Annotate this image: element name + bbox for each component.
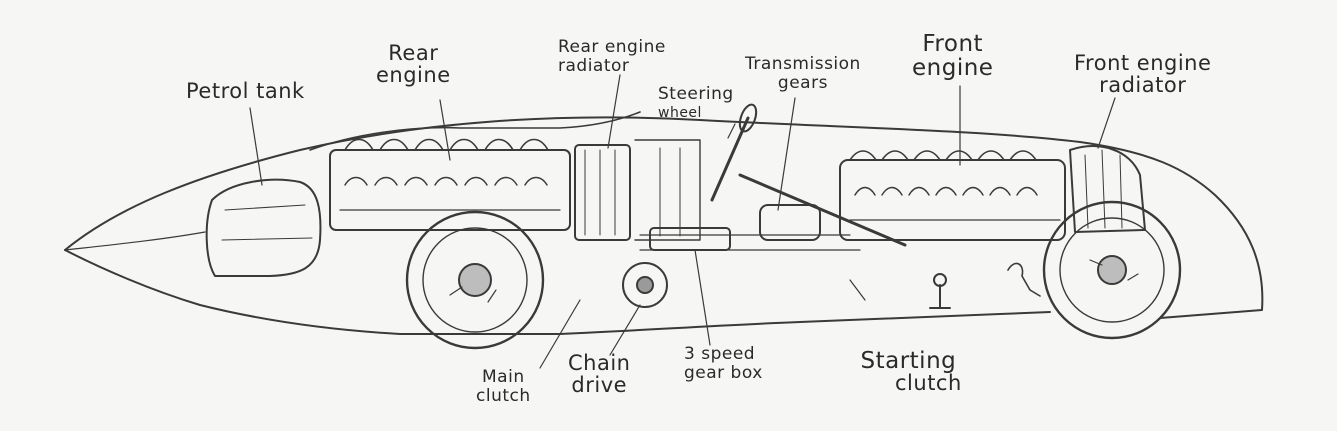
leader-rear-radiator: [607, 74, 621, 149]
front-radiator: [1069, 145, 1146, 233]
label-starting-clutch-line1: Starting: [860, 348, 957, 374]
label-front-engine-line2: engine: [912, 55, 994, 81]
car-underside: [64, 249, 1051, 335]
label-rear-engine-line1: Rear: [388, 41, 439, 65]
label-petrol-tank-text: Petrol tank: [186, 79, 305, 103]
label-rear-engine-radiator: Rear engine radiator: [558, 38, 666, 76]
label-rear-engine: Rear engine: [376, 42, 451, 86]
label-front-engine-radiator-line1: Front engine: [1074, 51, 1212, 75]
label-chain-drive-line1: Chain: [568, 351, 631, 375]
label-main-clutch-line1: Main: [482, 367, 525, 387]
transmission-case: [759, 204, 821, 241]
label-rear-engine-radiator-line1: Rear engine: [558, 37, 666, 57]
label-petrol-tank: Petrol tank: [186, 80, 305, 102]
leader-main-clutch: [539, 299, 581, 369]
leader-starting-clutch: [849, 279, 866, 301]
label-gear-box: 3 speed gear box: [684, 345, 763, 383]
label-main-clutch-line2: clutch: [476, 386, 531, 406]
leader-gear-box: [694, 249, 711, 346]
label-starting-clutch: Starting clutch: [855, 348, 962, 395]
gear-box: [649, 227, 731, 251]
transmission-shaft: [738, 173, 907, 247]
label-front-engine-line1: Front: [922, 31, 984, 57]
leader-chain-drive: [609, 304, 641, 356]
cockpit-area: [634, 139, 701, 241]
leader-petrol-tank: [249, 107, 263, 186]
leader-rear-engine: [439, 99, 451, 161]
rear-radiator: [574, 144, 631, 241]
chain-drive-sprocket: [622, 262, 668, 308]
steering-wheel-rim: [738, 103, 758, 133]
label-starting-clutch-line2: clutch: [895, 371, 962, 395]
label-front-engine-radiator: Front engine radiator: [1074, 52, 1211, 96]
front-engine-block: [839, 159, 1066, 241]
leader-front-radiator: [1097, 97, 1116, 149]
leader-steering: [727, 123, 736, 139]
car-body-outline: [64, 116, 1264, 319]
label-chain-drive: Chain drive: [568, 352, 631, 396]
label-gear-box-line1: 3 speed: [684, 344, 756, 364]
tail-cone-line: [64, 231, 206, 251]
label-steering-wheel: Steering wheel: [658, 85, 734, 123]
label-transmission-gears-line1: Transmission: [745, 54, 861, 74]
petrol-tank-shape: [205, 178, 322, 277]
label-steering-wheel-line1: Steering: [658, 84, 734, 104]
label-rear-engine-radiator-line2: radiator: [558, 56, 630, 76]
label-rear-engine-line2: engine: [376, 63, 451, 87]
rear-wheel: [405, 210, 545, 350]
label-steering-wheel-line2: wheel: [658, 105, 702, 121]
label-gear-box-line2: gear box: [684, 363, 763, 383]
label-front-engine-radiator-line2: radiator: [1099, 73, 1187, 97]
starting-clutch-lever: [929, 284, 951, 309]
label-main-clutch: Main clutch: [476, 368, 531, 406]
label-front-engine: Front engine: [912, 32, 993, 80]
label-transmission-gears: Transmission gears: [745, 55, 861, 93]
label-chain-drive-line2: drive: [571, 373, 628, 397]
leader-transmission: [777, 97, 796, 211]
cockpit-cowl: [309, 111, 641, 151]
front-wheel: [1042, 200, 1182, 340]
label-transmission-gears-line2: gears: [777, 73, 828, 93]
